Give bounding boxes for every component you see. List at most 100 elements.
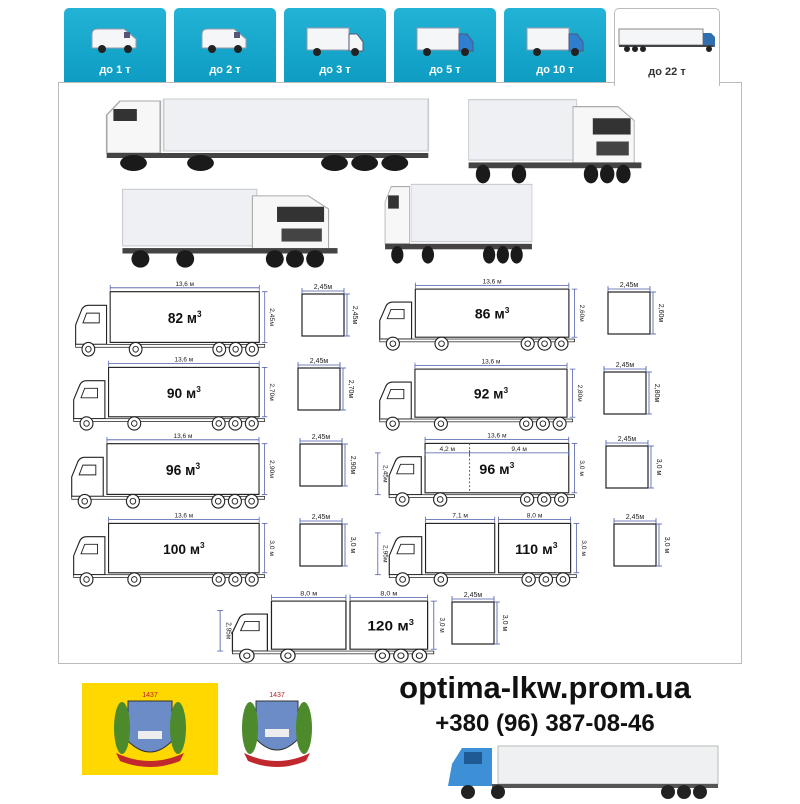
wheel-icon	[286, 250, 304, 268]
wheel-icon	[280, 648, 296, 663]
website-link[interactable]: optima-lkw.prom.ua	[399, 670, 691, 705]
wheel-icon	[385, 416, 400, 431]
dimension-label: 2,45м	[620, 282, 639, 289]
van-icon	[201, 28, 247, 53]
dimension-label: 8,0 м	[527, 513, 543, 520]
tab-5[interactable]: до 10 т	[504, 8, 606, 84]
cargo-box	[270, 600, 347, 650]
truck-photo	[105, 98, 430, 171]
wheel-icon	[125, 493, 140, 509]
volume-label: 82 м3	[168, 309, 202, 326]
dimension-label: 2,45м	[626, 514, 645, 521]
wheel-icon	[244, 416, 259, 431]
svg-text:1437: 1437	[142, 692, 158, 699]
wheel-icon	[616, 164, 631, 184]
dimension-label: 2,80м	[653, 384, 660, 403]
dimension-label: 2,45м	[618, 436, 637, 443]
dimension-label: 2,45м	[616, 362, 635, 369]
wheel-icon	[187, 155, 214, 171]
dimension-label: 2,95м	[224, 622, 231, 639]
wheel-icon	[554, 492, 569, 507]
wheel-icon	[227, 493, 242, 509]
cab-icon	[75, 304, 108, 345]
wheel-icon	[374, 648, 391, 663]
dimension-label: 3,0 м	[268, 540, 275, 556]
cross-section: 2,45м 2,60м	[607, 282, 664, 335]
dimension-label: 3,0 м	[578, 460, 585, 476]
cab-icon	[388, 456, 422, 496]
dimension-label: 13,6 м	[175, 357, 194, 364]
wheel-icon	[554, 336, 569, 351]
cross-section: 2,45м 2,80м	[603, 362, 660, 415]
wheel-icon	[211, 572, 226, 587]
cargo-box	[424, 522, 496, 574]
tab-label: до 10 т	[536, 64, 574, 76]
tab-2[interactable]: до 2 т	[174, 8, 276, 84]
wheel-icon	[228, 572, 243, 587]
dimension-label: 13,6 м	[175, 281, 194, 288]
box-truck-icon	[416, 27, 474, 56]
dimension-label: 2,45м	[312, 434, 331, 441]
tab-4[interactable]: до 5 т	[394, 8, 496, 84]
cab-icon	[379, 301, 413, 340]
wheel-icon	[583, 164, 599, 184]
wheel-icon	[245, 341, 259, 357]
wheel-icon	[519, 416, 534, 431]
wheel-icon	[211, 493, 226, 509]
tab-label: до 22 т	[648, 66, 686, 78]
dimension-label: 2,45м	[312, 514, 331, 521]
volume-label: 86 м3	[475, 305, 510, 321]
wheel-icon	[395, 492, 410, 507]
tab-3[interactable]: до 3 т	[284, 8, 386, 84]
dimension-label: 3,0 м	[663, 537, 670, 554]
coat-of-arms-icon: 1437	[114, 692, 186, 767]
wheel-icon	[421, 246, 435, 264]
dimension-label: 13,6 м	[483, 279, 503, 286]
dimension-label: 13,6 м	[174, 433, 193, 440]
tab-label: до 5 т	[429, 64, 461, 76]
wheel-icon	[510, 246, 523, 264]
dimension-label: 3,0 м	[501, 615, 508, 632]
flag-emblem: 1437	[82, 683, 218, 775]
dimension-label: 7,1 м	[452, 513, 468, 520]
wheel-icon	[475, 164, 491, 184]
dimension-label: 8,0 м	[380, 591, 397, 598]
tab-1[interactable]: до 1 т	[64, 8, 166, 84]
wheel-icon	[128, 341, 143, 357]
wheel-icon	[555, 572, 571, 587]
cargo-box	[349, 600, 429, 650]
cross-section: 2,45м 3,0 м	[613, 514, 670, 567]
wheel-icon	[351, 155, 379, 171]
wheel-icon	[538, 572, 554, 587]
svg-text:1437: 1437	[269, 692, 285, 699]
dimension-label: 2,90м	[349, 456, 356, 475]
cargo-box	[106, 443, 260, 495]
wheel-icon	[265, 250, 284, 268]
tab-6[interactable]: до 22 т	[614, 8, 720, 86]
dimension-label: 2,45м	[310, 358, 329, 365]
dimension-label: 4,2 м	[440, 446, 456, 453]
wheel-icon	[131, 250, 150, 268]
volume-label: 96 м3	[479, 460, 514, 478]
truck-photo	[121, 188, 338, 268]
cab-icon	[73, 536, 106, 576]
wheel-icon	[411, 648, 428, 663]
volume-label: 120 м3	[367, 618, 414, 635]
volume-label: 110 м3	[515, 540, 558, 558]
phone-number[interactable]: +380 (96) 387-08-46	[435, 710, 655, 737]
dimension-label: 3,0 м	[655, 459, 662, 476]
cab-icon	[379, 381, 412, 420]
dimension-label: 2,60м	[657, 304, 664, 323]
box-truck-icon	[526, 27, 584, 56]
dimension-label: 2,90м	[268, 460, 275, 478]
volume-label: 92 м3	[474, 385, 509, 402]
